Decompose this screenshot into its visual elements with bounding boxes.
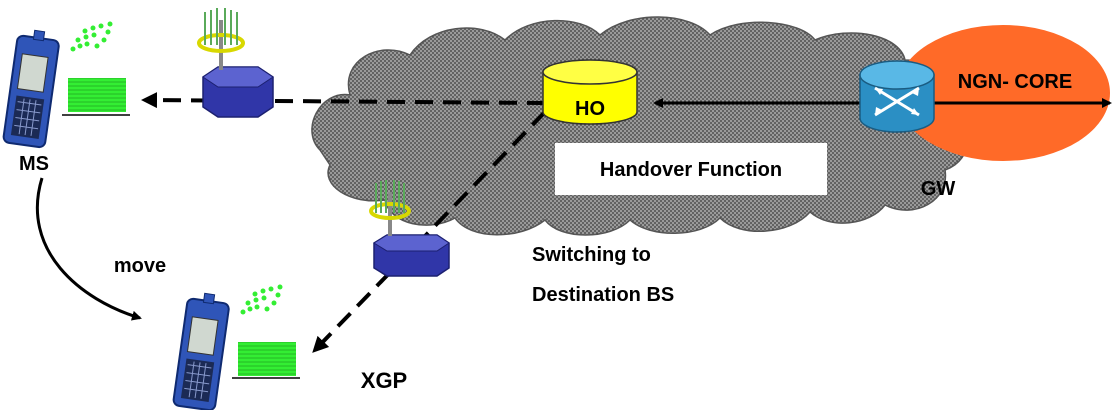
xgp-base-station-icon	[373, 234, 450, 277]
signal-waves-icon	[70, 21, 113, 52]
ho-label: HO	[575, 98, 605, 120]
switching-label-line1: Switching to	[532, 244, 651, 266]
destination-signal-waves-icon	[240, 284, 283, 315]
xgp-antenna-icon	[369, 180, 411, 236]
move-arrow	[35, 177, 142, 321]
router-icon	[859, 60, 935, 133]
ms-screen-display	[68, 78, 126, 112]
xgp-label: XGP	[361, 368, 407, 393]
mobile-phone-icon	[2, 29, 60, 149]
destination-screen-display	[238, 342, 296, 376]
destination-phone-icon	[172, 292, 230, 410]
handover-function-label: Handover Function	[600, 159, 782, 181]
move-label: move	[114, 255, 166, 277]
ngn-core-label: NGN- CORE	[958, 71, 1072, 93]
ngn-core-ellipse	[896, 25, 1110, 161]
ho-cylinder	[542, 59, 638, 125]
ms-label: MS	[19, 153, 49, 175]
ho-to-ms-dashed-link	[141, 92, 546, 109]
gw-label: GW	[921, 178, 956, 200]
switching-label-line2: Destination BS	[532, 284, 674, 306]
antenna-icon	[197, 8, 245, 70]
base-station-icon	[202, 66, 274, 118]
handover-function-box	[555, 143, 827, 195]
